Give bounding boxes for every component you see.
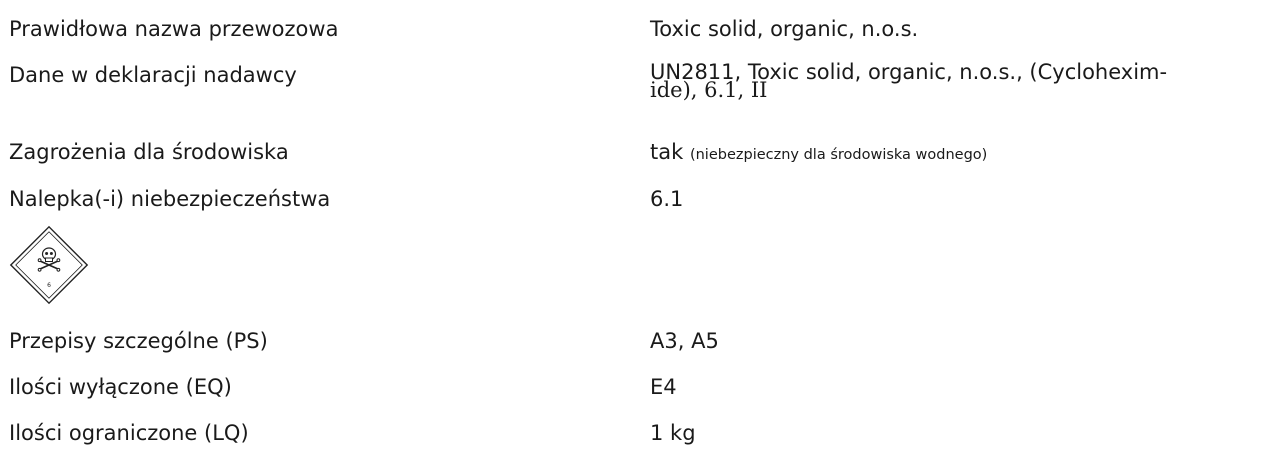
value-shipping-name: Toxic solid, organic, n.o.s. [650,17,919,41]
label-limited-quantities: Ilości ograniczone (LQ) [9,421,249,445]
pictogram-class-number: 6 [47,282,51,289]
label-special-provisions: Przepisy szczególne (PS) [9,329,268,353]
value-shipper-declaration: UN2811, Toxic solid, organic, n.o.s., (C… [650,60,1270,102]
label-environmental-hazards: Zagrożenia dla środowiska [9,140,289,164]
environmental-hazards-flag: tak [650,140,684,164]
value-environmental-hazards: tak (niebezpieczny dla środowiska wodneg… [650,140,987,167]
value-excepted-quantities: E4 [650,375,677,399]
label-hazard-labels: Nalepka(-i) niebezpieczeństwa [9,187,331,211]
value-hazard-labels: 6.1 [650,187,684,211]
label-shipping-name: Prawidłowa nazwa przewozowa [9,17,339,41]
value-limited-quantities: 1 kg [650,421,696,445]
environmental-hazards-note: (niebezpieczny dla środowiska wodnego) [689,147,988,163]
value-special-provisions: A3, A5 [650,329,719,353]
label-excepted-quantities: Ilości wyłączone (EQ) [9,375,232,399]
label-shipper-declaration: Dane w deklaracji nadawcy [9,63,297,87]
value-shipper-declaration-line1: UN2811, Toxic solid, organic, n.o.s., (C… [650,60,1168,84]
skull-crossbones-diamond-icon: 6 [9,225,89,305]
value-shipper-declaration-line2: ide), 6.1, II [650,78,768,102]
